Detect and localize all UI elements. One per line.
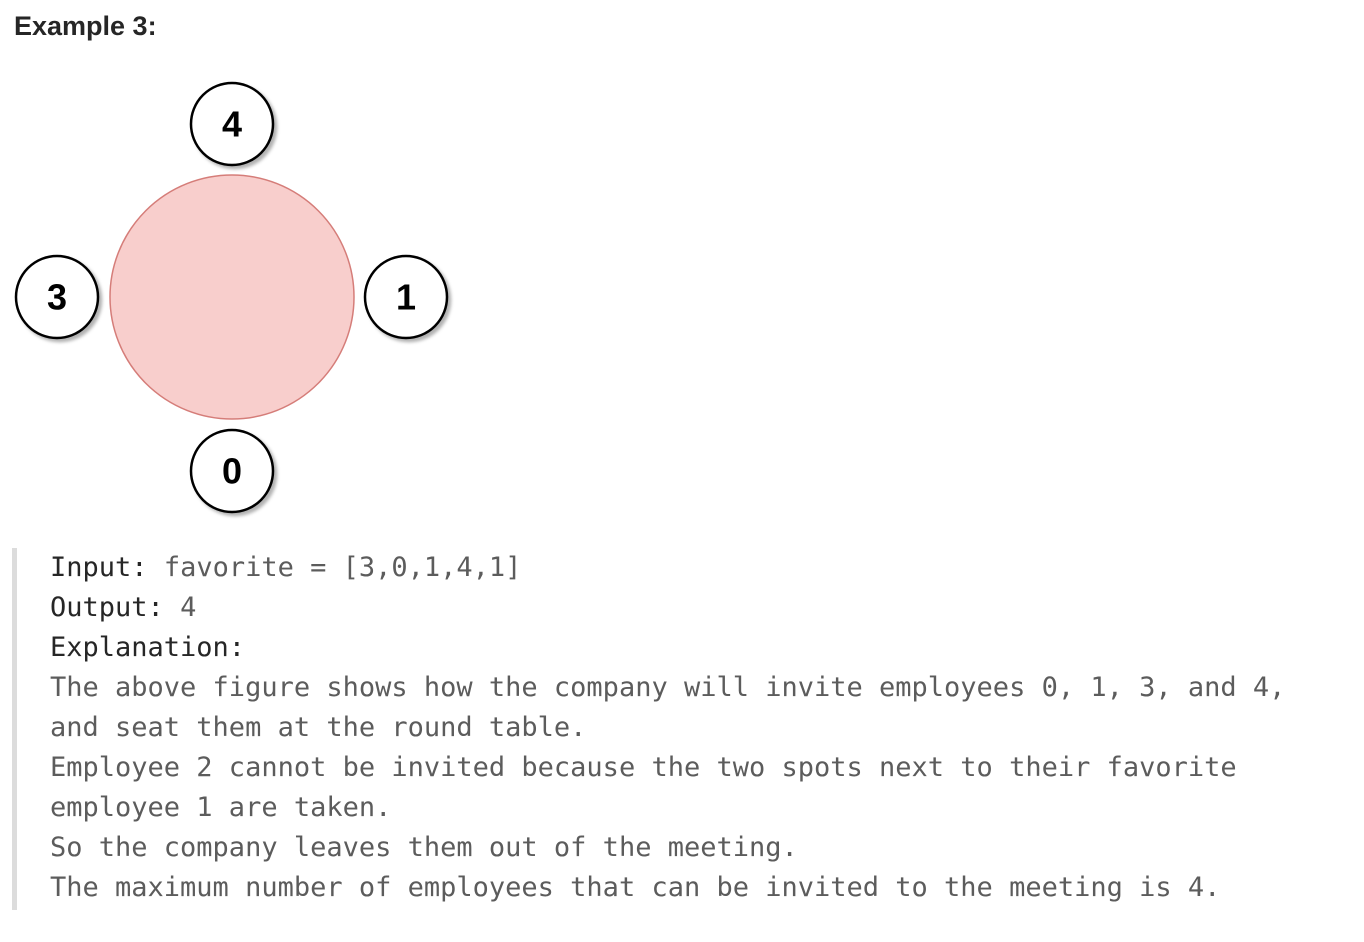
round-table: [109, 174, 355, 420]
seat-right: 1: [363, 254, 449, 340]
seat-top: 4: [189, 81, 275, 167]
output-value: 4: [180, 592, 197, 623]
explanation-line: The maximum number of employees that can…: [50, 872, 1221, 903]
explanation-line: The above figure shows how the company w…: [50, 672, 1286, 703]
output-line: Output: 4: [50, 588, 1352, 628]
seat-bottom: 0: [189, 428, 275, 514]
input-line: Input: favorite = [3,0,1,4,1]: [50, 548, 1352, 588]
seat-left: 3: [14, 254, 100, 340]
input-label: Input:: [50, 552, 148, 583]
example-heading: Example 3:: [14, 11, 157, 41]
output-label: Output:: [50, 592, 164, 623]
seat-right-circle: [363, 254, 449, 340]
input-value: favorite = [3,0,1,4,1]: [163, 552, 522, 583]
explanation-line: So the company leaves them out of the me…: [50, 832, 798, 863]
seat-top-circle: [189, 81, 275, 167]
round-table-figure: 4 1 0 3: [0, 70, 470, 530]
explanation-line: and seat them at the round table.: [50, 712, 587, 743]
explanation-line: employee 1 are taken.: [50, 792, 392, 823]
seat-top-label: 4: [222, 104, 242, 145]
seat-bottom-circle: [189, 428, 275, 514]
seat-right-label: 1: [396, 277, 416, 318]
explanation-line: Employee 2 cannot be invited because the…: [50, 752, 1237, 783]
round-table-diagram: 4 1 0 3: [14, 81, 449, 514]
seat-bottom-label: 0: [222, 451, 242, 492]
explanation-label: Explanation:: [50, 632, 246, 663]
seat-left-label: 3: [47, 277, 67, 318]
seat-left-circle: [14, 254, 100, 340]
